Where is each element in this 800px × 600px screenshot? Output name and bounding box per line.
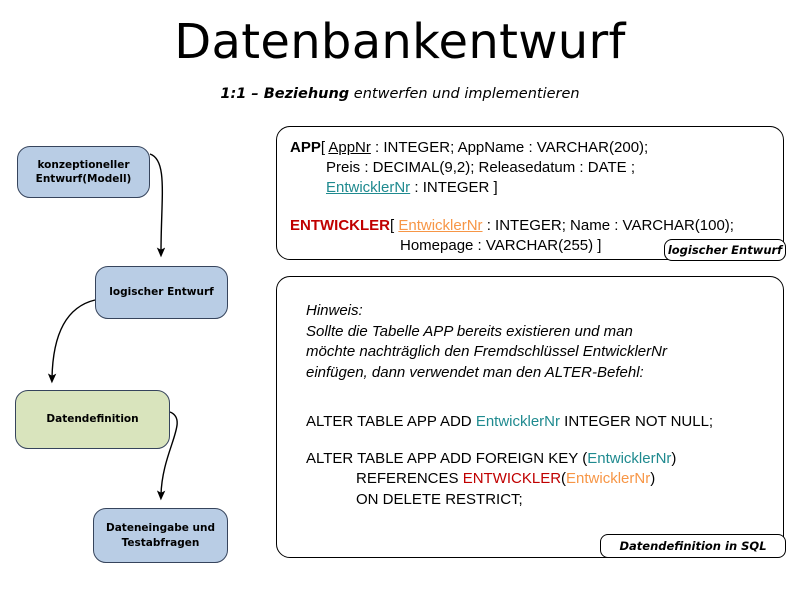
stmt2-line2-table: ENTWICKLER: [462, 470, 562, 487]
subtitle-emphasis: 1:1 – Beziehung: [220, 86, 350, 102]
stmt2-line2-suffix: ): [650, 470, 656, 487]
hinweis-heading: Hinweis:: [306, 302, 363, 319]
app-bracket-open: [: [320, 139, 329, 156]
sql-statements-text: ALTER TABLE APP ADD EntwicklerNr INTEGER…: [306, 412, 776, 510]
sql-statement-2-line2: REFERENCES ENTWICKLER(EntwicklerNr): [306, 469, 776, 490]
app-line1-rest: : INTEGER; AppName : VARCHAR(200);: [370, 139, 649, 156]
stmt2-line2-column: EntwicklerNr: [566, 470, 651, 487]
stmt2-line1-column: EntwicklerNr: [587, 449, 672, 467]
flow-box-label-line1: Datendefinition: [46, 413, 139, 426]
schema-entwickler-line2: Homepage : VARCHAR(255) ]: [400, 237, 602, 254]
relational-schema-text: APP[ AppNr : INTEGER; AppName : VARCHAR(…: [290, 138, 785, 256]
sql-statement-2-line1: ALTER TABLE APP ADD FOREIGN KEY (Entwick…: [306, 449, 776, 470]
flow-box-label-line2: Testabfragen: [121, 536, 200, 549]
subtitle-rest: entwerfen und implementieren: [349, 86, 580, 102]
stmt2-line2-prefix: REFERENCES: [306, 470, 463, 487]
schema-entwickler-line1: ENTWICKLER[ EntwicklerNr : INTEGER; Name…: [290, 216, 785, 236]
app-foreign-key: EntwicklerNr: [326, 179, 411, 196]
hinweis-line1: Sollte die Tabelle APP bereits existiere…: [306, 322, 633, 340]
flow-box-label-line1: konzeptioneller: [37, 158, 130, 171]
stmt2-line1-prefix: ALTER TABLE APP ADD FOREIGN KEY (: [306, 449, 588, 467]
relation-name-entwickler: ENTWICKLER: [290, 217, 390, 234]
sql-statement-2-line3: ON DELETE RESTRICT;: [306, 490, 523, 508]
flow-box-label-line1: logischer Entwurf: [109, 286, 214, 299]
flow-box-logischer-entwurf[interactable]: logischer Entwurf: [95, 266, 228, 319]
schema-app-line3: EntwicklerNr : INTEGER ]: [290, 178, 785, 198]
hinweis-note-text: Hinweis: Sollte die Tabelle APP bereits e…: [306, 300, 776, 382]
sql-definition-panel: [276, 276, 784, 558]
stmt1-prefix: ALTER TABLE APP ADD: [306, 413, 476, 430]
logical-design-panel: [276, 126, 784, 260]
arrow-konzept-to-logisch: [149, 153, 166, 258]
hinweis-line3: einfügen, dann verwendet man den ALTER-B…: [306, 363, 644, 381]
app-line3-rest: : INTEGER ]: [410, 179, 498, 196]
stmt1-suffix: INTEGER NOT NULL;: [560, 413, 714, 430]
stmt2-line1-suffix: ): [671, 449, 677, 467]
stmt1-column: EntwicklerNr: [475, 413, 560, 430]
schema-app-line1: APP[ AppNr : INTEGER; AppName : VARCHAR(…: [290, 138, 785, 158]
page-subtitle: 1:1 – Beziehung entwerfen und implementi…: [0, 86, 800, 102]
flow-box-label: logischer Entwurf: [109, 285, 213, 299]
relation-name-app: APP: [290, 139, 321, 156]
schema-app-line2: Preis : DECIMAL(9,2); Releasedatum : DAT…: [326, 159, 635, 176]
flow-box-datendefinition[interactable]: Datendefinition: [15, 390, 170, 449]
hinweis-line2: möchte nachträglich den Fremdschlüssel E…: [306, 343, 667, 360]
flow-box-label-line2: Entwurf(Modell): [35, 173, 132, 185]
stmt2-line2-open: (: [561, 470, 567, 487]
page-title: Datenbankentwurf: [174, 14, 626, 70]
app-primary-key: AppNr: [328, 139, 371, 156]
entwickler-primary-key: EntwicklerNr: [398, 217, 483, 234]
tag-datendefinition-in-sql: Datendefinition in SQL: [600, 534, 786, 558]
entwickler-line1-rest: : INTEGER; Name : VARCHAR(100);: [482, 217, 734, 234]
schema-blank-line: [290, 198, 785, 216]
tag-logischer-entwurf: logischer Entwurf: [664, 239, 786, 261]
sql-blank-line: [306, 433, 776, 449]
flow-box-label: Datendefinition: [46, 412, 138, 426]
flow-box-label-line1: Dateneingabe und: [106, 522, 215, 535]
entwickler-bracket-open: [: [390, 217, 399, 234]
sql-statement-1: ALTER TABLE APP ADD EntwicklerNr INTEGER…: [306, 412, 776, 433]
arrow-logisch-to-datendef: [47, 299, 96, 384]
